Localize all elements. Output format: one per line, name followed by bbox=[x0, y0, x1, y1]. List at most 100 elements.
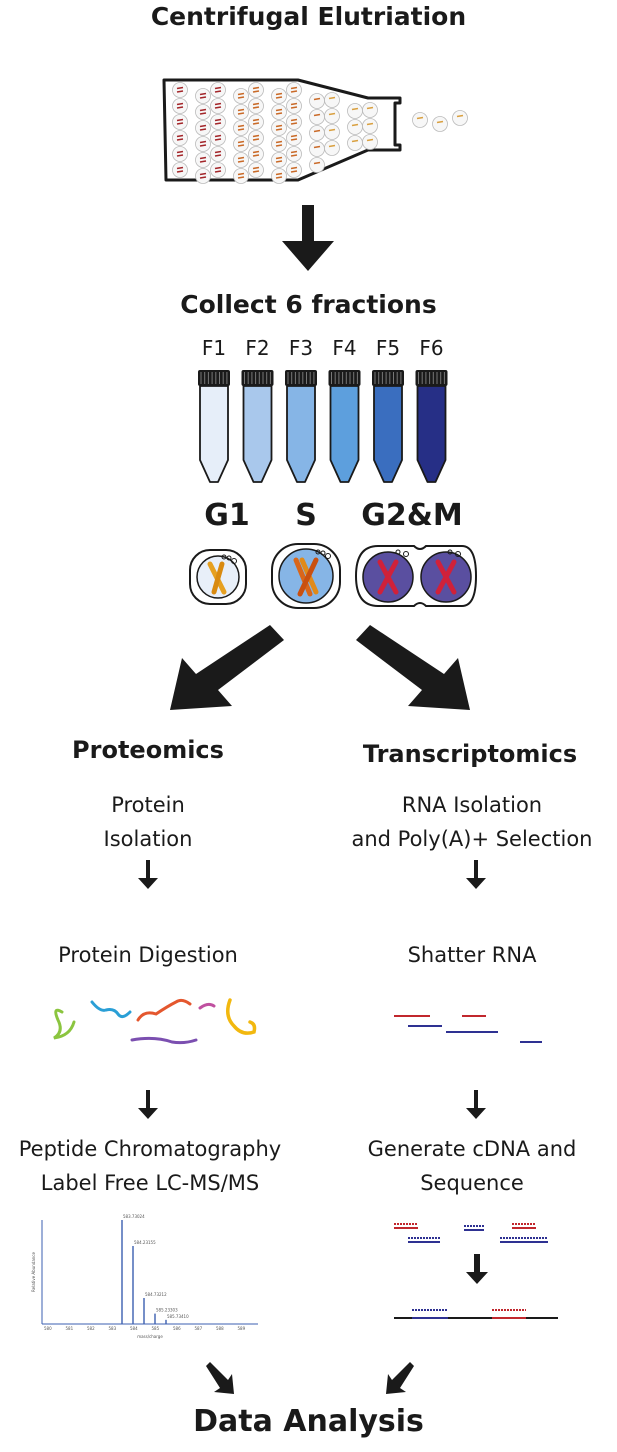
elutriation-cell bbox=[324, 92, 340, 108]
lcms-label: Label Free LC-MS/MS bbox=[40, 1171, 260, 1195]
elutriation-cell bbox=[195, 120, 211, 136]
phase-label-g2m: G2&M bbox=[361, 498, 463, 533]
split-arrow-right-icon bbox=[356, 625, 470, 710]
spectrum-tick-label: 580 bbox=[44, 1326, 52, 1331]
elutriation-cell bbox=[412, 112, 428, 128]
elutriation-cell bbox=[233, 136, 249, 152]
elutriation-cell bbox=[324, 140, 340, 156]
down-arrow-icon bbox=[466, 1090, 486, 1119]
spectrum-peak-label: 585.73410 bbox=[167, 1314, 189, 1319]
elutriation-cell bbox=[324, 108, 340, 124]
spectrum-peak-label: 583.73024 bbox=[123, 1214, 145, 1219]
collect-fractions-label: Collect 6 fractions bbox=[180, 290, 437, 319]
elutriation-cell bbox=[172, 146, 188, 162]
elutriation-cell bbox=[233, 88, 249, 104]
elutriation-cell bbox=[347, 135, 363, 151]
elutriation-cell bbox=[195, 168, 211, 184]
spectrum-tick-label: 587 bbox=[195, 1326, 203, 1331]
page-title: Centrifugal Elutriation bbox=[150, 2, 467, 31]
elutriation-cell bbox=[233, 168, 249, 184]
spectrum-ylabel: Relative Abundance bbox=[31, 1251, 36, 1291]
elutriation-cell bbox=[271, 104, 287, 120]
protein-isolation-line1: Protein bbox=[111, 793, 185, 817]
elutriation-cell bbox=[248, 146, 264, 162]
spectrum-tick-label: 589 bbox=[238, 1326, 246, 1331]
phase-label-g1: G1 bbox=[204, 498, 250, 533]
elutriation-cell bbox=[286, 130, 302, 146]
fraction-tube-1 bbox=[198, 370, 230, 483]
rna-isolation-line1: RNA Isolation bbox=[401, 793, 543, 817]
spectrum-peak-label: 584.23155 bbox=[134, 1240, 156, 1245]
spectrum-peak-label: 585.23303 bbox=[156, 1308, 178, 1313]
elutriation-cell bbox=[248, 162, 264, 178]
elutriation-cell bbox=[309, 109, 325, 125]
spectrum-tick-label: 582 bbox=[87, 1326, 95, 1331]
elutriation-cell bbox=[309, 125, 325, 141]
elutriation-cell bbox=[210, 82, 226, 98]
split-arrow-left-icon bbox=[170, 625, 284, 710]
elutriation-cell bbox=[172, 162, 188, 178]
elutriation-cell bbox=[210, 114, 226, 130]
spectrum-tick-label: 588 bbox=[216, 1326, 224, 1331]
elutriation-cell bbox=[248, 130, 264, 146]
spectrum-peak-label: 584.73212 bbox=[145, 1292, 167, 1297]
down-arrow-icon bbox=[466, 860, 486, 889]
fraction-label-2: F2 bbox=[245, 336, 270, 360]
fraction-tubes bbox=[198, 370, 448, 483]
spectrum-tick-label: 584 bbox=[130, 1326, 138, 1331]
elutriation-chamber bbox=[162, 78, 468, 184]
elutriation-cell bbox=[195, 88, 211, 104]
elutriation-cell bbox=[210, 146, 226, 162]
elutriation-cell bbox=[172, 82, 188, 98]
elutriation-cell bbox=[195, 136, 211, 152]
fraction-tube-4 bbox=[328, 370, 361, 483]
spectrum-xlabel: mass/charge bbox=[137, 1334, 163, 1339]
elutriation-cell bbox=[286, 82, 302, 98]
elutriation-cell bbox=[452, 110, 468, 126]
elutriation-cell bbox=[432, 116, 448, 132]
elutriation-cell bbox=[286, 162, 302, 178]
proteomics-title: Proteomics bbox=[72, 736, 224, 764]
elutriation-cell bbox=[172, 130, 188, 146]
converge-arrow-right-icon bbox=[386, 1362, 414, 1394]
spectrum-tick-label: 581 bbox=[66, 1326, 74, 1331]
cdna-alignment-icon bbox=[394, 1223, 558, 1319]
chamber-cells bbox=[172, 82, 468, 184]
transcriptomics-title: Transcriptomics bbox=[362, 740, 578, 768]
fraction-label-6: F6 bbox=[419, 336, 444, 360]
elutriation-cell bbox=[309, 141, 325, 157]
fraction-tube-5 bbox=[372, 370, 404, 483]
elutriation-cell bbox=[309, 157, 325, 173]
elutriation-cell bbox=[195, 152, 211, 168]
down-arrow-icon bbox=[282, 205, 334, 271]
elutriation-cell bbox=[248, 98, 264, 114]
rna-isolation-line2: and Poly(A)+ Selection bbox=[351, 827, 593, 851]
spectrum-tick-label: 583 bbox=[109, 1326, 117, 1331]
down-arrow-icon bbox=[466, 1254, 488, 1284]
fraction-label-3: F3 bbox=[288, 336, 314, 360]
generate-cdna-line1: Generate cDNA and bbox=[367, 1137, 577, 1161]
data-analysis-label: Data Analysis bbox=[193, 1404, 424, 1439]
elutriation-cell bbox=[233, 152, 249, 168]
down-arrow-icon bbox=[138, 860, 158, 889]
elutriation-cell bbox=[271, 88, 287, 104]
mass-spectrum-plot: 583.73024 584.23155 584.73212 585.23303585.… bbox=[31, 1214, 258, 1339]
elutriation-cell bbox=[172, 98, 188, 114]
fraction-label-1: F1 bbox=[201, 336, 227, 360]
elutriation-cell bbox=[286, 98, 302, 114]
protein-digestion-label: Protein Digestion bbox=[58, 943, 238, 967]
cell-cycle-cells bbox=[189, 543, 478, 609]
elutriation-cell bbox=[347, 119, 363, 135]
peptide-chromatography-label: Peptide Chromatography bbox=[18, 1137, 282, 1161]
converge-arrow-left-icon bbox=[206, 1362, 234, 1394]
elutriation-cell bbox=[233, 120, 249, 136]
elutriation-cell bbox=[271, 120, 287, 136]
fraction-label-4: F4 bbox=[332, 336, 357, 360]
elutriation-cell bbox=[286, 114, 302, 130]
elutriation-cell bbox=[210, 162, 226, 178]
elutriation-cell bbox=[210, 98, 226, 114]
elutriation-cell bbox=[271, 152, 287, 168]
down-arrow-icon bbox=[138, 1090, 158, 1119]
shatter-rna-label: Shatter RNA bbox=[407, 943, 537, 967]
elutriation-cell bbox=[248, 82, 264, 98]
